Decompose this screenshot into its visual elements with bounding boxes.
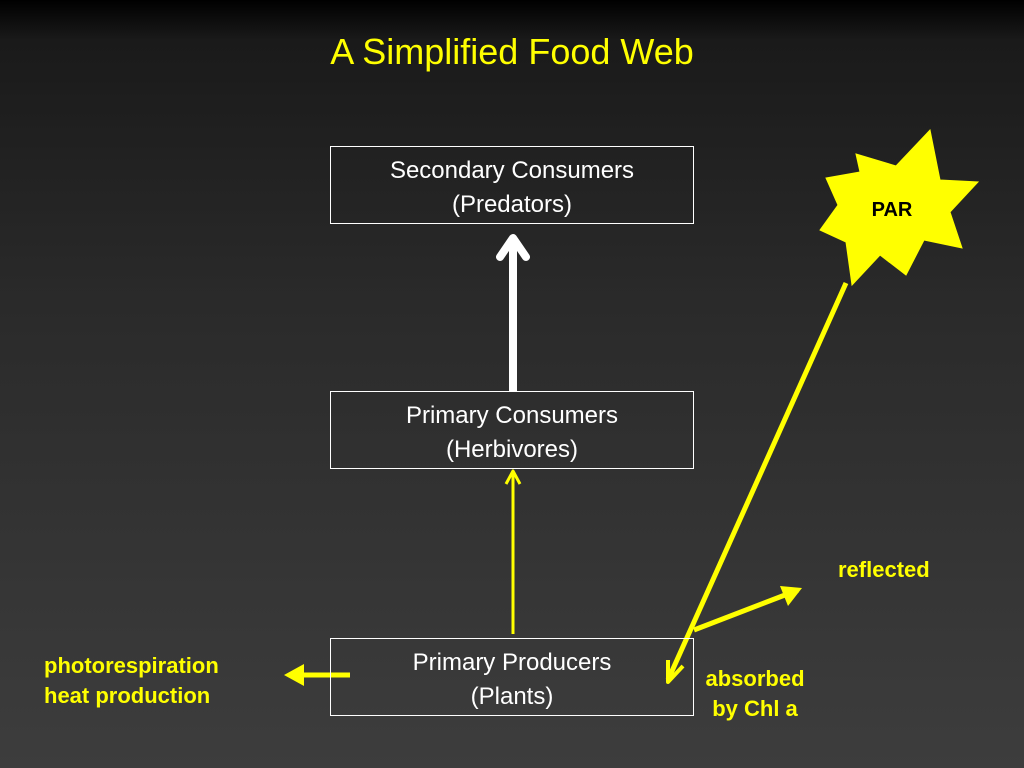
heat-loss-label: photorespiration heat production [44, 651, 219, 711]
predators-label: (Predators) [451, 191, 573, 218]
par-label: PAR [871, 199, 913, 221]
arrow-reflected [693, 586, 802, 633]
primary-producers-box: Primary Producers (Plants) [330, 638, 694, 716]
reflected-label: reflected [838, 557, 930, 582]
plants-label: (Plants) [470, 683, 554, 710]
slide-title: A Simplified Food Web [330, 31, 694, 72]
secondary-consumers-label: Secondary Consumers [389, 157, 635, 184]
photorespiration-label: photorespiration [44, 653, 219, 678]
primary-producers-label: Primary Producers [412, 649, 612, 676]
herbivores-label: (Herbivores) [445, 436, 579, 463]
arrow-heat-loss [284, 664, 350, 686]
arrow-consumers-to-predators [496, 234, 530, 391]
secondary-consumers-box: Secondary Consumers (Predators) [330, 146, 694, 224]
heat-production-label: heat production [44, 683, 211, 708]
par-starburst [819, 128, 980, 287]
absorbed-label: absorbed by Chl a [690, 664, 820, 724]
absorbed-text: absorbed [705, 666, 805, 691]
arrow-producers-to-consumers [504, 469, 522, 634]
primary-consumers-box: Primary Consumers (Herbivores) [330, 391, 694, 469]
primary-consumers-label: Primary Consumers [405, 402, 619, 429]
by-chl-a-text: by Chl a [712, 696, 798, 721]
arrow-par-to-producers [665, 281, 849, 684]
